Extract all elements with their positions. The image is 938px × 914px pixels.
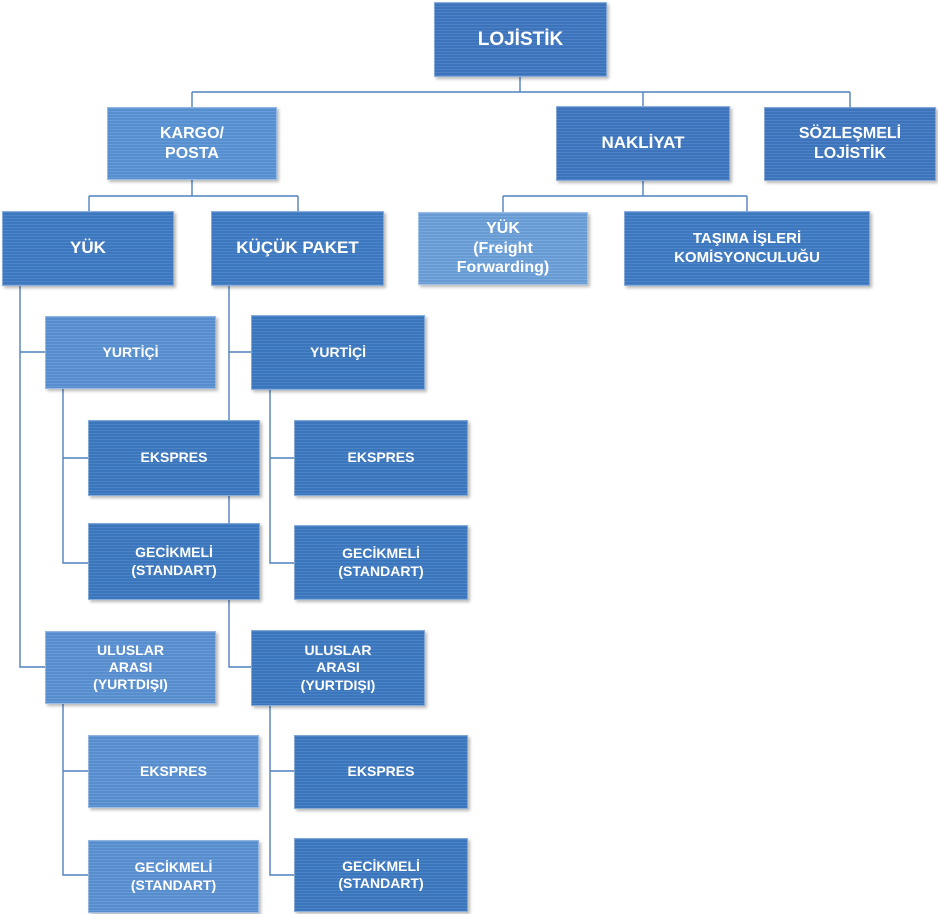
node-kucuk-paket-label: KÜÇÜK PAKET: [236, 238, 359, 258]
node-yuk-yurtici-ekspres[interactable]: EKSPRES: [88, 420, 260, 496]
node-paket-uluslararasi-gecikmeli[interactable]: GECİKMELİ (STANDART): [294, 838, 468, 912]
node-tasima-isleri[interactable]: TAŞIMA İŞLERİ KOMİSYONCULUĞU: [624, 211, 870, 286]
node-paket-yurtici-ekspres[interactable]: EKSPRES: [294, 420, 468, 496]
node-yuk-yurtici-ekspres-label: EKSPRES: [140, 449, 208, 466]
node-yuk-yurtici-gecikmeli[interactable]: GECİKMELİ (STANDART): [88, 523, 260, 600]
connector-nakliyat-children: [502, 181, 748, 212]
node-yuk-uluslararasi-ekspres[interactable]: EKSPRES: [88, 735, 259, 808]
node-paket-uluslararasi-ekspres[interactable]: EKSPRES: [294, 735, 468, 809]
connector-yuk-uluslararasi: [62, 704, 88, 876]
node-lojistik-label: LOJİSTİK: [477, 28, 564, 50]
connector-paket-yurtici: [269, 390, 294, 564]
node-yuk-uluslararasi-label: ULUSLAR ARASI (YURTDIŞI): [93, 641, 168, 693]
node-paket-uluslararasi[interactable]: ULUSLAR ARASI (YURTDIŞI): [251, 630, 425, 706]
node-lojistik[interactable]: LOJİSTİK: [434, 2, 607, 77]
node-kargo-posta-label: KARGO/ POSTA: [160, 124, 224, 162]
connector-paket-uluslararasi: [269, 706, 294, 876]
node-yuk-uluslararasi[interactable]: ULUSLAR ARASI (YURTDIŞI): [45, 631, 216, 704]
node-paket-yurtici-label: YURTİÇİ: [310, 343, 366, 360]
node-kargo-posta[interactable]: KARGO/ POSTA: [107, 107, 277, 180]
node-tasima-isleri-label: TAŞIMA İŞLERİ KOMİSYONCULUĞU: [674, 230, 820, 266]
node-paket-uluslararasi-gecikmeli-label: GECİKMELİ (STANDART): [338, 857, 424, 891]
node-sozlesmeli-lojistik-label: SÖZLEŞMELİ LOJİSTİK: [798, 125, 902, 162]
node-kucuk-paket[interactable]: KÜÇÜK PAKET: [211, 211, 384, 286]
node-nakliyat-label: NAKLİYAT: [601, 133, 685, 153]
node-paket-yurtici-ekspres-label: EKSPRES: [347, 449, 415, 466]
node-yuk-yurtici-gecikmeli-label: GECİKMELİ (STANDART): [131, 544, 217, 578]
connector-yuk-branch: [19, 286, 45, 668]
node-yuk-yurtici-label: YURTİÇİ: [102, 343, 159, 360]
node-yuk-yurtici[interactable]: YURTİÇİ: [45, 316, 216, 389]
node-paket-yurtici[interactable]: YURTİÇİ: [251, 315, 425, 390]
node-paket-uluslararasi-ekspres-label: EKSPRES: [347, 763, 415, 780]
node-yuk-label: YÜK: [70, 238, 106, 258]
connector-root-level1: [191, 77, 851, 107]
node-paket-uluslararasi-label: ULUSLAR ARASI (YURTDIŞI): [300, 642, 376, 693]
node-paket-yurtici-gecikmeli[interactable]: GECİKMELİ (STANDART): [294, 525, 468, 600]
connector-paket-branch: [228, 286, 251, 668]
connector-kargo-children: [88, 180, 299, 211]
node-yuk-freight-forwarding[interactable]: YÜK (Freight Forwarding): [418, 212, 588, 285]
node-paket-yurtici-gecikmeli-label: GECİKMELİ (STANDART): [338, 545, 424, 579]
node-yuk-uluslararasi-gecikmeli[interactable]: GECİKMELİ (STANDART): [88, 840, 259, 913]
node-yuk-freight-forwarding-label: YÜK (Freight Forwarding): [456, 220, 550, 277]
node-yuk-uluslararasi-ekspres-label: EKSPRES: [140, 762, 207, 779]
node-sozlesmeli-lojistik[interactable]: SÖZLEŞMELİ LOJİSTİK: [764, 107, 936, 181]
node-yuk[interactable]: YÜK: [2, 211, 174, 286]
connector-yuk-yurtici: [62, 389, 88, 564]
node-yuk-uluslararasi-gecikmeli-label: GECİKMELİ (STANDART): [130, 859, 217, 893]
node-nakliyat[interactable]: NAKLİYAT: [556, 106, 730, 181]
